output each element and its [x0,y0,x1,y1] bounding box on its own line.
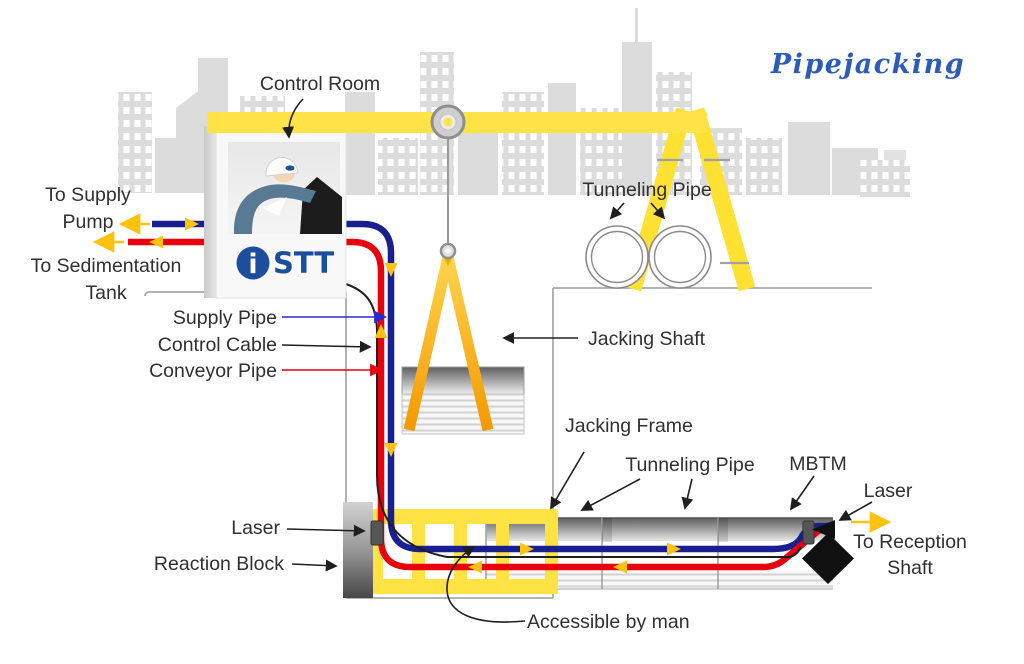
label-tunneling-pipe-tunnel: Tunneling Pipe [625,454,754,476]
leader-laser-machine [838,501,873,521]
label-laser-shaft: Laser [231,517,280,539]
label-control-cable: Control Cable [158,334,277,356]
label-to-sedimentation-1: To Sedimentation [31,255,182,277]
laser-device-machine [802,520,815,545]
label-conveyor-pipe: Conveyor Pipe [149,360,277,382]
label-supply-pipe: Supply Pipe [173,307,277,329]
laser-device-shaft [370,520,384,546]
label-to-sedimentation-2: Tank [85,282,126,304]
helmet-logo-icon [285,165,295,171]
tunneling-pipe-rings [585,225,712,289]
label-jacking-shaft: Jacking Shaft [588,328,706,350]
leader-mbtm [789,475,815,511]
hanging-pipe-segment [401,366,525,435]
pulley-icon [430,104,466,140]
leader-reaction-block [291,559,338,572]
leader-control-cable [281,340,372,353]
leader-tunneling-tunnel-2 [681,478,694,510]
leader-laser-shaft [286,524,366,537]
label-mbtm: MBTM [789,453,846,475]
label-jacking-frame: Jacking Frame [565,415,693,437]
helmet-icon [265,156,299,177]
control-cable-line [345,283,802,558]
leader-accessible [446,546,526,623]
hook-icon [439,242,457,260]
istt-logo-circle-icon [236,246,270,280]
operator-body [233,184,316,234]
reaction-block [343,502,373,598]
flow-arrows [92,213,892,574]
control-room: i STT [204,125,347,299]
label-to-supply-pump-2: Pump [63,211,114,233]
istt-logo-i: i [248,249,257,280]
leader-lines [281,98,873,623]
leader-tunneling-top-2 [650,202,666,220]
label-accessible-by-man: Accessible by man [527,611,690,633]
label-laser-machine: Laser [864,480,913,502]
leader-jacking-frame [550,451,585,510]
ground-line-left [144,291,346,297]
leader-tunneling-top-1 [609,202,625,220]
istt-logo-text: STT [273,246,334,280]
label-reaction-block: Reaction Block [154,553,284,575]
istt-logo: i STT [236,246,334,280]
leader-control-room [282,98,304,139]
label-control-room: Control Room [260,73,380,95]
leader-tunneling-tunnel-1 [580,478,641,511]
labels: Pipejacking Control Room To Supply Pump … [31,49,967,633]
label-tunneling-pipe-top: Tunneling Pipe [582,179,711,201]
label-to-reception-2: Shaft [887,557,933,579]
label-to-reception-1: To Reception [853,531,967,553]
tunnel-pipe-string [485,517,833,590]
label-to-supply-pump-1: To Supply [45,184,131,206]
mbtm-cutter-head [802,520,854,584]
page-title: Pipejacking [770,49,965,80]
